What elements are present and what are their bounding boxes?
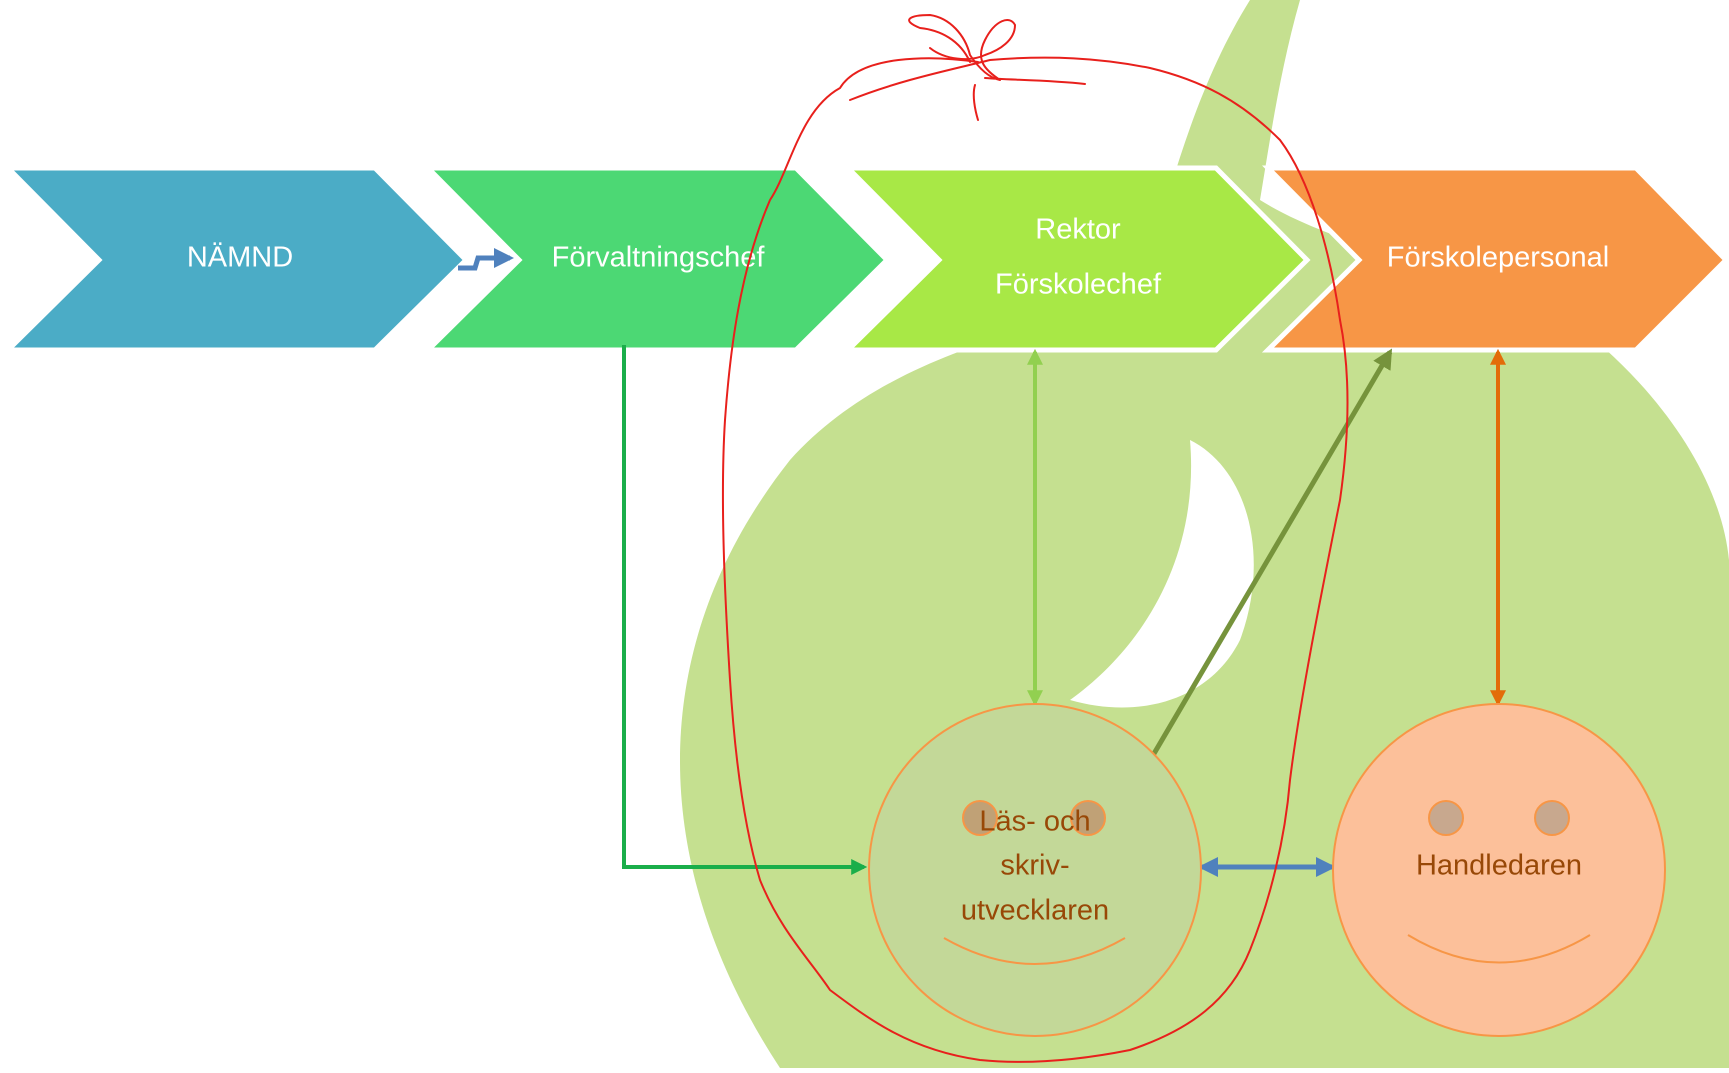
- face-eye-right: [1534, 800, 1570, 836]
- face-eye-left: [1428, 800, 1464, 836]
- face-label-line-3: utvecklaren: [961, 895, 1109, 927]
- ink-loop-outline: [721, 56, 1349, 1063]
- face-las-och-skriv: Läs- och skriv- utvecklaren: [868, 703, 1202, 1037]
- chevron-rektor: Rektor Förskolechef: [841, 165, 1311, 353]
- chevron-forvaltningschef: Förvaltningschef: [421, 165, 891, 353]
- face-eye-left: [962, 800, 998, 836]
- face-label-line-2: skriv-: [1000, 850, 1069, 882]
- chevron-label: NÄMND: [187, 242, 293, 274]
- face-handledaren: Handledaren: [1332, 703, 1666, 1037]
- chevron-label-line-2: Förskolechef: [995, 269, 1162, 301]
- arrow-chef-to-lasskriv: [622, 345, 868, 875]
- chevron-label: Förskolepersonal: [1387, 242, 1609, 274]
- face-smile: [943, 937, 1126, 965]
- connectors: [458, 248, 1506, 877]
- chevron-label-line-1: Rektor: [1035, 214, 1121, 246]
- arrow-namnd-to-chef: [458, 248, 514, 271]
- face-label: Handledaren: [1416, 850, 1582, 882]
- chevron-forskolepersonal: Förskolepersonal: [1261, 165, 1729, 353]
- chevron-label: Förvaltningschef: [552, 242, 766, 274]
- chevron-namnd: NÄMND: [1, 165, 470, 353]
- face-eye-right: [1070, 800, 1106, 836]
- arrow-lasskriv-to-personal: [1149, 348, 1393, 759]
- face-smile: [1407, 934, 1591, 964]
- ink-knot: [908, 14, 1086, 121]
- face-label-line-1: Läs- och: [979, 806, 1090, 838]
- red-ink-annotation: [721, 14, 1349, 1063]
